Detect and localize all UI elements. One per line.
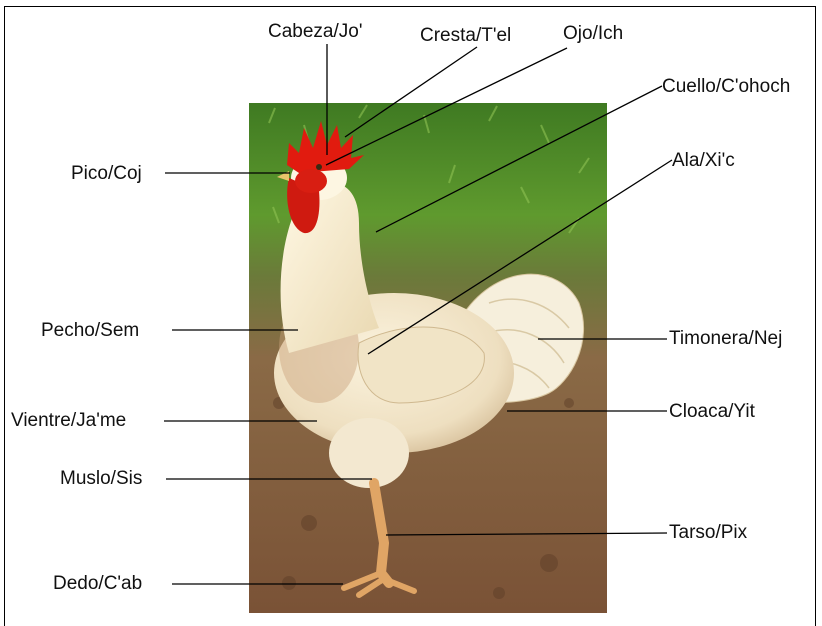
label-pico: Pico/Coj — [71, 163, 142, 184]
label-tarso: Tarso/Pix — [669, 522, 748, 543]
label-cuello: Cuello/C'ohoch — [662, 76, 791, 97]
diagram-frame — [4, 6, 816, 626]
label-cloaca: Cloaca/Yit — [669, 401, 755, 422]
label-muslo: Muslo/Sis — [60, 468, 143, 489]
label-dedo: Dedo/C'ab — [53, 573, 143, 594]
label-timonera: Timonera/Nej — [669, 328, 783, 349]
label-ala: Ala/Xi'c — [672, 150, 735, 171]
label-ojo: Ojo/Ich — [563, 23, 624, 44]
label-cabeza: Cabeza/Jo' — [268, 21, 363, 42]
label-pecho: Pecho/Sem — [41, 320, 140, 341]
rooster-photo — [249, 103, 607, 613]
label-cresta: Cresta/T'el — [420, 25, 512, 46]
label-vientre: Vientre/Ja'me — [11, 410, 127, 431]
